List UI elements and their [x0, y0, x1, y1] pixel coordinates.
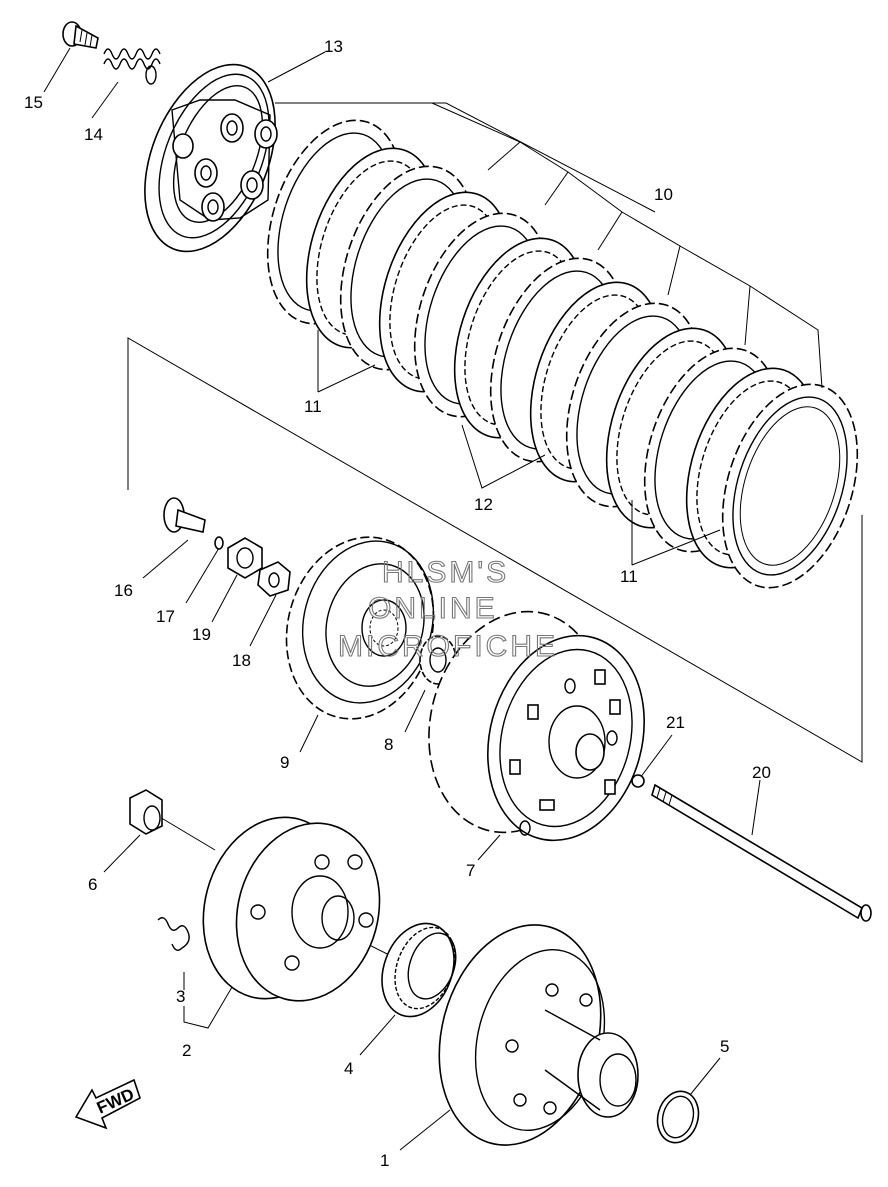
part-18-lock-washer — [257, 561, 291, 597]
callout-21: 21 — [666, 713, 685, 732]
callout-labels: 13 14 15 10 11 12 11 16 17 19 18 8 9 21 … — [24, 37, 771, 1170]
part-4-bearing — [381, 922, 457, 1018]
part-6-nut — [129, 789, 163, 835]
part-19-nut — [227, 537, 263, 579]
watermark-line-2: ONLINE — [368, 592, 498, 625]
watermark-line-1: HLSM'S — [382, 556, 509, 589]
callout-9: 9 — [280, 753, 289, 772]
part-20-push-rod — [651, 783, 872, 922]
callout-12: 12 — [474, 495, 493, 514]
part-9-clutch-boss — [285, 536, 435, 720]
part-3-spring — [157, 917, 190, 951]
friction-plate — [721, 383, 859, 589]
watermark: HLSM'S ONLINE MICROFICHE — [337, 555, 558, 663]
part-17-ring — [214, 536, 224, 550]
callout-16: 16 — [114, 581, 133, 600]
part-2-clutch-assy — [202, 816, 381, 1002]
callout-4: 4 — [344, 1059, 353, 1078]
clutch-plate-stack — [266, 119, 859, 589]
part-16-push-rod — [163, 497, 206, 533]
callout-15: 15 — [24, 93, 43, 112]
part-1-clutch-drum — [438, 924, 639, 1146]
part-13-pressure-plate — [144, 63, 278, 253]
callout-17: 17 — [156, 607, 175, 626]
callout-7: 7 — [466, 861, 475, 880]
part-14-spring — [103, 48, 161, 85]
callout-10: 10 — [654, 185, 673, 204]
callout-14: 14 — [84, 125, 103, 144]
fwd-arrow-icon: FWD — [74, 1078, 141, 1130]
part-7-clutch-housing — [428, 610, 645, 842]
callout-11-lower: 11 — [620, 567, 638, 586]
leader-lines — [43, 47, 863, 1151]
callout-11-upper: 11 — [304, 397, 322, 416]
part-5-o-ring — [656, 1090, 700, 1144]
callout-19: 19 — [192, 625, 211, 644]
callout-3: 3 — [176, 987, 185, 1006]
callout-5: 5 — [720, 1037, 729, 1056]
callout-1: 1 — [380, 1151, 389, 1170]
watermark-line-3: MICROFICHE — [338, 630, 558, 663]
callout-13: 13 — [324, 37, 343, 56]
callout-6: 6 — [88, 875, 97, 894]
callout-20: 20 — [752, 763, 771, 782]
callout-8: 8 — [384, 735, 393, 754]
part-15-bolt — [62, 21, 99, 49]
part-21-ball — [631, 774, 645, 788]
callout-18: 18 — [232, 651, 251, 670]
callout-2: 2 — [182, 1041, 191, 1060]
